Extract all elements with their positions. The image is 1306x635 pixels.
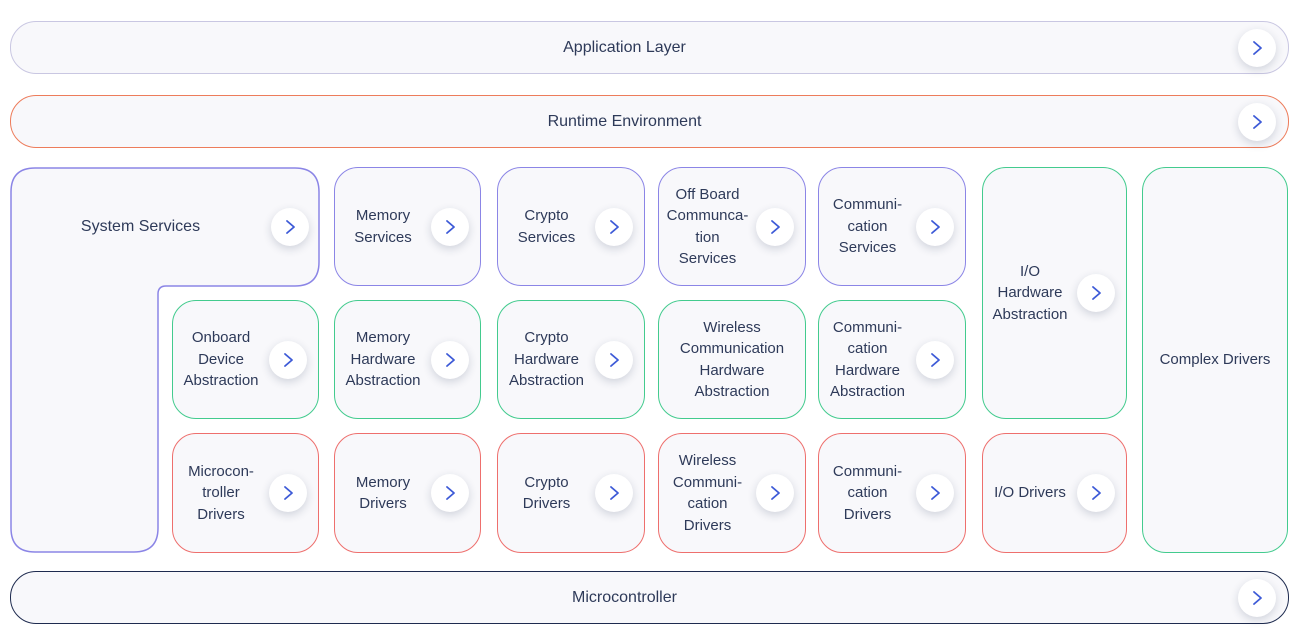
microcontroller-drivers-expand-button[interactable] — [269, 474, 307, 512]
crypto-drivers-label: Crypto Drivers — [522, 473, 571, 513]
communication-hardware-abstraction-label: Communi- cation Hardware Abstraction — [829, 318, 906, 401]
io-drivers-expand-button[interactable] — [1077, 474, 1115, 512]
onboard-device-abstraction-label: Onboard Device Abstraction — [183, 329, 259, 390]
card-wireless-communication-drivers[interactable]: Wireless Communi- cation Drivers — [658, 433, 806, 553]
wireless-communication-drivers-expand-button[interactable] — [756, 474, 794, 512]
microcontroller-expand-button[interactable] — [1238, 578, 1276, 617]
crypto-services-label: Crypto Services — [517, 207, 576, 246]
memory-services-label: Memory Services — [354, 207, 412, 246]
system-services-label: System Services — [80, 217, 201, 235]
card-complex-drivers: Complex Drivers — [1142, 167, 1288, 553]
memory-drivers-expand-button[interactable] — [431, 474, 469, 512]
microcontroller-label: Microcontroller — [572, 588, 677, 606]
chevron-right-icon — [283, 352, 293, 367]
onboard-device-abstraction-expand-button[interactable] — [269, 340, 307, 379]
card-communication-hardware-abstraction[interactable]: Communi- cation Hardware Abstraction — [818, 300, 966, 419]
memory-drivers-label: Memory Drivers — [355, 473, 411, 513]
chevron-right-icon — [770, 219, 780, 234]
complex-drivers-label: Complex Drivers — [1159, 351, 1271, 369]
card-memory-hardware-abstraction[interactable]: Memory Hardware Abstraction — [334, 300, 481, 419]
basic-software-section: System Services Memory Services Crypto S… — [10, 167, 1289, 553]
system-services-l-shape — [10, 167, 320, 553]
chevron-right-icon — [609, 219, 619, 234]
chevron-right-icon — [445, 352, 455, 367]
chevron-right-icon — [609, 486, 619, 500]
application-layer-expand-button[interactable] — [1238, 28, 1276, 67]
chevron-right-icon — [609, 352, 619, 367]
runtime-environment-expand-button[interactable] — [1238, 102, 1276, 141]
system-services-expand-button[interactable] — [271, 207, 309, 246]
card-communication-drivers[interactable]: Communi- cation Drivers — [818, 433, 966, 553]
card-runtime-environment[interactable]: Runtime Environment — [10, 95, 1289, 148]
offboard-communication-services-label: Off Board Communca- tion Services — [666, 185, 749, 268]
chevron-right-icon — [445, 486, 455, 500]
card-system-services[interactable]: System Services — [10, 167, 320, 553]
card-application-layer[interactable]: Application Layer — [10, 21, 1289, 74]
crypto-hardware-abstraction-expand-button[interactable] — [595, 340, 633, 379]
card-memory-services[interactable]: Memory Services — [334, 167, 481, 286]
application-layer-label: Application Layer — [563, 38, 686, 56]
card-offboard-communication-services[interactable]: Off Board Communca- tion Services — [658, 167, 806, 286]
chevron-right-icon — [930, 352, 940, 367]
card-crypto-services[interactable]: Crypto Services — [497, 167, 645, 286]
communication-services-label: Communi- cation Services — [832, 196, 903, 257]
chevron-right-icon — [930, 219, 940, 234]
card-io-hardware-abstraction[interactable]: I/O Hardware Abstraction — [982, 167, 1127, 419]
card-io-drivers[interactable]: I/O Drivers — [982, 433, 1127, 553]
card-microcontroller[interactable]: Microcontroller — [10, 571, 1289, 624]
communication-drivers-label: Communi- cation Drivers — [832, 462, 903, 523]
chevron-right-icon — [1252, 590, 1262, 605]
card-microcontroller-drivers[interactable]: Microcon- troller Drivers — [172, 433, 319, 553]
memory-hardware-abstraction-expand-button[interactable] — [431, 340, 469, 379]
crypto-drivers-expand-button[interactable] — [595, 474, 633, 512]
microcontroller-drivers-label: Microcon- troller Drivers — [188, 462, 254, 523]
chevron-right-icon — [770, 486, 780, 500]
offboard-communication-services-expand-button[interactable] — [756, 207, 794, 246]
wireless-communication-hardware-abstraction-label: Wireless Communication Hardware Abstract… — [679, 318, 785, 401]
card-crypto-hardware-abstraction[interactable]: Crypto Hardware Abstraction — [497, 300, 645, 419]
chevron-right-icon — [1091, 286, 1101, 300]
io-hardware-abstraction-expand-button[interactable] — [1077, 274, 1115, 312]
card-communication-services[interactable]: Communi- cation Services — [818, 167, 966, 286]
io-drivers-label: I/O Drivers — [994, 484, 1066, 502]
crypto-services-expand-button[interactable] — [595, 207, 633, 246]
chevron-right-icon — [930, 486, 940, 500]
communication-drivers-expand-button[interactable] — [916, 474, 954, 512]
communication-hardware-abstraction-expand-button[interactable] — [916, 340, 954, 379]
chevron-right-icon — [445, 219, 455, 234]
chevron-right-icon — [1091, 486, 1101, 500]
card-onboard-device-abstraction[interactable]: Onboard Device Abstraction — [172, 300, 319, 419]
memory-hardware-abstraction-label: Memory Hardware Abstraction — [345, 329, 421, 390]
chevron-right-icon — [1252, 114, 1262, 129]
card-memory-drivers[interactable]: Memory Drivers — [334, 433, 481, 553]
chevron-right-icon — [285, 219, 295, 234]
chevron-right-icon — [1252, 40, 1262, 55]
io-hardware-abstraction-label: I/O Hardware Abstraction — [992, 262, 1068, 323]
crypto-hardware-abstraction-label: Crypto Hardware Abstraction — [508, 329, 585, 390]
card-crypto-drivers[interactable]: Crypto Drivers — [497, 433, 645, 553]
memory-services-expand-button[interactable] — [431, 207, 469, 246]
wireless-communication-drivers-label: Wireless Communi- cation Drivers — [672, 452, 743, 534]
card-wireless-communication-hardware-abstraction: Wireless Communication Hardware Abstract… — [658, 300, 806, 419]
chevron-right-icon — [283, 486, 293, 500]
communication-services-expand-button[interactable] — [916, 207, 954, 246]
runtime-environment-label: Runtime Environment — [547, 112, 702, 130]
